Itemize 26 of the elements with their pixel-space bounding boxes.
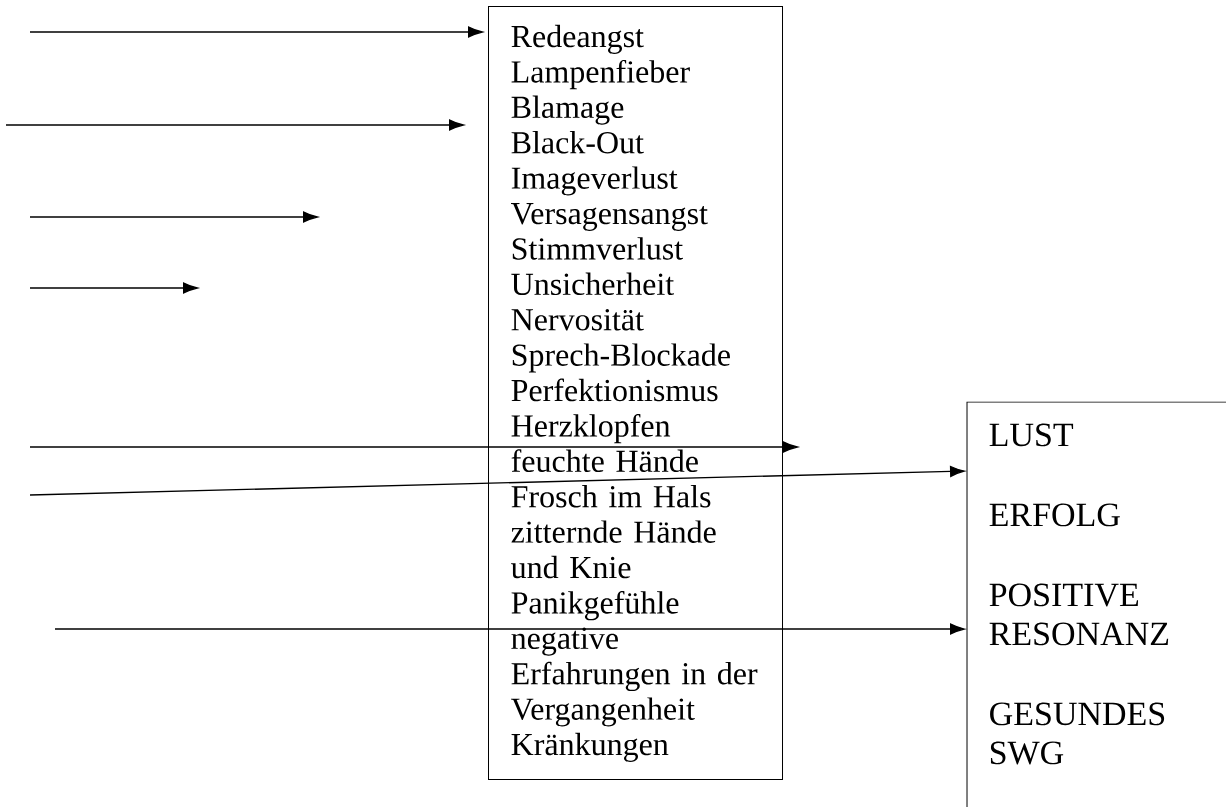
box-text: GESUNDES SWG — [990, 702, 1165, 765]
list-item: Black-Out — [511, 131, 644, 154]
list-item: negative Erfahrungen in der Vergangenheit — [511, 627, 758, 727]
box-text: POSITIVE RESONANZ — [989, 583, 1169, 646]
list-item: Imageverlust — [511, 166, 678, 196]
arrow — [5, 119, 464, 131]
list-item: Lampenfieber — [511, 59, 690, 90]
list-item: Herzklopfen — [511, 413, 671, 444]
list-item: Redeangst — [511, 24, 644, 54]
list-item: Sprech-Blockade — [512, 343, 730, 373]
list-item: Kränkungen — [511, 732, 669, 762]
arrow — [29, 26, 483, 38]
list-item: zitternde Hände und Knie — [511, 520, 716, 579]
list-item: Panikgefühle — [511, 590, 679, 621]
box-text: LUST — [989, 423, 1074, 447]
list-item: Nervosität — [511, 309, 644, 331]
box-text: ERFOLG — [989, 503, 1120, 527]
list-item: Blamage — [511, 95, 624, 125]
arrow — [29, 465, 965, 496]
list-item: Unsicherheit — [511, 272, 674, 296]
arrow — [54, 623, 965, 635]
list-item: Stimmverlust — [512, 237, 683, 260]
list-item: Versagensangst — [511, 203, 708, 231]
list-item: Frosch im Hals — [511, 485, 711, 508]
list-item: Perfektionismus — [511, 378, 718, 402]
list-item: feuchte Hände — [511, 449, 698, 473]
